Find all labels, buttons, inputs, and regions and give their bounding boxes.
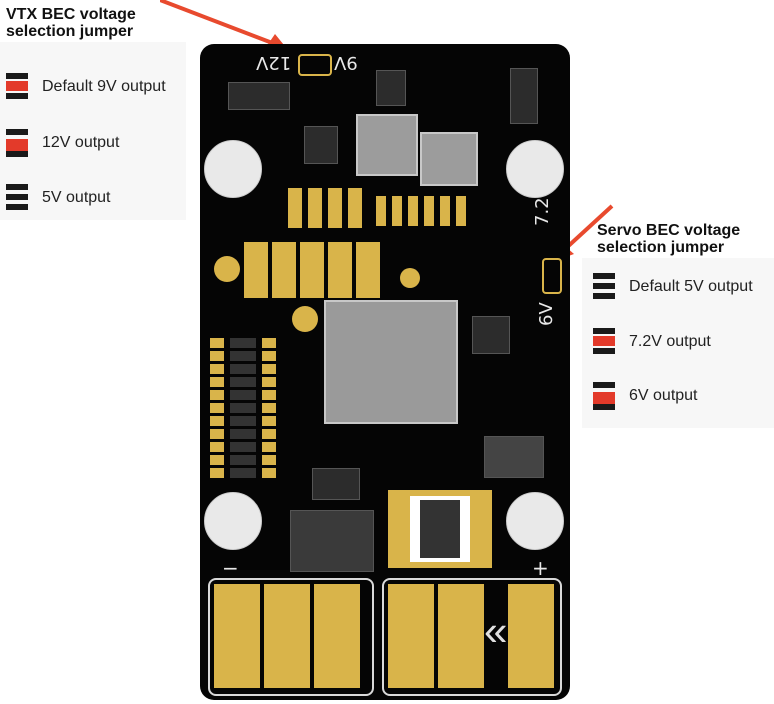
vtx-option-12v: 12V output bbox=[6, 127, 119, 159]
jumper-bottom-bridged-icon bbox=[593, 380, 615, 412]
silk-plus-label: + bbox=[532, 556, 549, 580]
silk-12v-label: 12V bbox=[256, 52, 292, 73]
capacitor-pad bbox=[408, 196, 418, 226]
test-pad bbox=[292, 306, 318, 332]
servo-title-line2: selection jumper bbox=[597, 239, 725, 256]
vtx-legend-panel bbox=[0, 42, 186, 220]
solder-pad-positive bbox=[508, 584, 554, 688]
servo-option-label: 6V output bbox=[629, 387, 698, 404]
servo-title-line1: Servo BEC voltage bbox=[597, 222, 741, 239]
jumper-bottom-bridged-icon bbox=[6, 127, 28, 159]
vtx-title-line1: VTX BEC voltage bbox=[6, 6, 136, 23]
jumper-open-icon bbox=[593, 271, 615, 303]
mount-hole bbox=[506, 492, 564, 550]
ic-chip bbox=[304, 126, 338, 164]
vtx-option-5v: 5V output bbox=[6, 182, 111, 214]
capacitor-pad bbox=[440, 196, 450, 226]
ic-chip bbox=[290, 510, 374, 572]
solder-pad-negative bbox=[214, 584, 260, 688]
ic-chip bbox=[312, 468, 360, 500]
jumper-open-icon bbox=[6, 182, 28, 214]
main-mcu bbox=[324, 300, 458, 424]
servo-option-7v2: 7.2V output bbox=[593, 326, 711, 358]
resistor-pad bbox=[300, 242, 324, 298]
inductor bbox=[420, 132, 478, 186]
mount-hole bbox=[506, 140, 564, 198]
ic-chip bbox=[472, 316, 510, 354]
capacitor-pad bbox=[424, 196, 434, 226]
capacitor-pad bbox=[308, 188, 322, 228]
silk-6v-label: 6V bbox=[536, 302, 557, 326]
capacitor-pad bbox=[392, 196, 402, 226]
ic-chip bbox=[228, 82, 290, 110]
jumper-top-bridged-icon bbox=[6, 71, 28, 103]
pin-header bbox=[210, 338, 276, 478]
test-pad bbox=[214, 256, 240, 282]
terminal-negative bbox=[208, 578, 374, 696]
servo-option-label: 7.2V output bbox=[629, 333, 711, 350]
capacitor-pad bbox=[348, 188, 362, 228]
mount-hole bbox=[204, 492, 262, 550]
ic-chip bbox=[376, 70, 406, 106]
solder-pad-negative bbox=[264, 584, 310, 688]
resistor-pad bbox=[272, 242, 296, 298]
capacitor-pad bbox=[288, 188, 302, 228]
vtx-option-label: 12V output bbox=[42, 134, 120, 151]
ic-chip bbox=[510, 68, 538, 124]
servo-jumper-pads bbox=[542, 258, 562, 294]
servo-option-label: Default 5V output bbox=[629, 278, 753, 295]
solder-pad-positive bbox=[438, 584, 484, 688]
servo-option-5v: Default 5V output bbox=[593, 271, 753, 303]
ic-chip bbox=[484, 436, 544, 478]
vtx-title-line2: selection jumper bbox=[6, 23, 134, 40]
vtx-option-9v: Default 9V output bbox=[6, 71, 166, 103]
resistor-pad bbox=[356, 242, 380, 298]
mount-hole bbox=[204, 140, 262, 198]
vtx-option-label: Default 9V output bbox=[42, 78, 166, 95]
inductor bbox=[356, 114, 418, 176]
servo-title: Servo BEC voltage selection jumper bbox=[597, 222, 740, 256]
solder-pad-negative bbox=[314, 584, 360, 688]
pcb-board: 12V 9V 7.2V 6V bbox=[200, 44, 570, 700]
solder-pad-positive bbox=[388, 584, 434, 688]
servo-option-6v: 6V output bbox=[593, 380, 698, 412]
chevron-left-icon: « bbox=[484, 607, 508, 654]
capacitor-pad bbox=[456, 196, 466, 226]
terminal-positive bbox=[382, 578, 562, 696]
resistor-pad bbox=[328, 242, 352, 298]
silk-9v-label: 9V bbox=[334, 52, 358, 73]
test-pad bbox=[400, 268, 420, 288]
capacitor-pad bbox=[376, 196, 386, 226]
vtx-jumper-pads bbox=[298, 54, 332, 76]
capacitor-pad bbox=[328, 188, 342, 228]
vtx-title: VTX BEC voltage selection jumper bbox=[6, 6, 136, 40]
vtx-option-label: 5V output bbox=[42, 189, 111, 206]
power-mosfet bbox=[388, 490, 492, 568]
resistor-pad bbox=[244, 242, 268, 298]
jumper-top-bridged-icon bbox=[593, 326, 615, 358]
silk-minus-label: − bbox=[222, 556, 239, 580]
